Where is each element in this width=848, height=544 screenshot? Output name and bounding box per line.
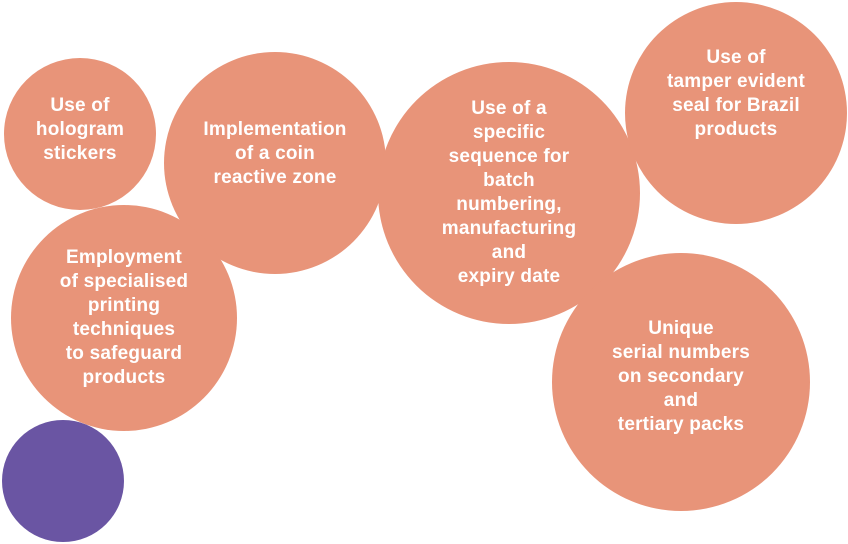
accent-circle <box>2 420 124 542</box>
bubble-batch-sequence: Use of a specific sequence for batch num… <box>378 62 640 324</box>
bubble-label: Implementation of a coin reactive zone <box>203 119 347 188</box>
bubble-hologram-stickers: Use of hologram stickers <box>4 58 156 210</box>
bubble-label: Use of hologram stickers <box>35 95 125 164</box>
bubble-label: Use of a specific sequence for batch num… <box>441 98 577 287</box>
bubble-unique-serial-numbers: Unique serial numbers on secondary and t… <box>552 253 810 511</box>
bubble-label: Use of tamper evident seal for Brazil pr… <box>667 47 805 140</box>
bubble-specialised-printing: Employment of specialised printing techn… <box>11 205 237 431</box>
bubble-label: Employment of specialised printing techn… <box>59 247 189 388</box>
bubble-label: Unique serial numbers on secondary and t… <box>612 318 750 435</box>
bubble-tamper-evident-seal: Use of tamper evident seal for Brazil pr… <box>625 2 847 224</box>
